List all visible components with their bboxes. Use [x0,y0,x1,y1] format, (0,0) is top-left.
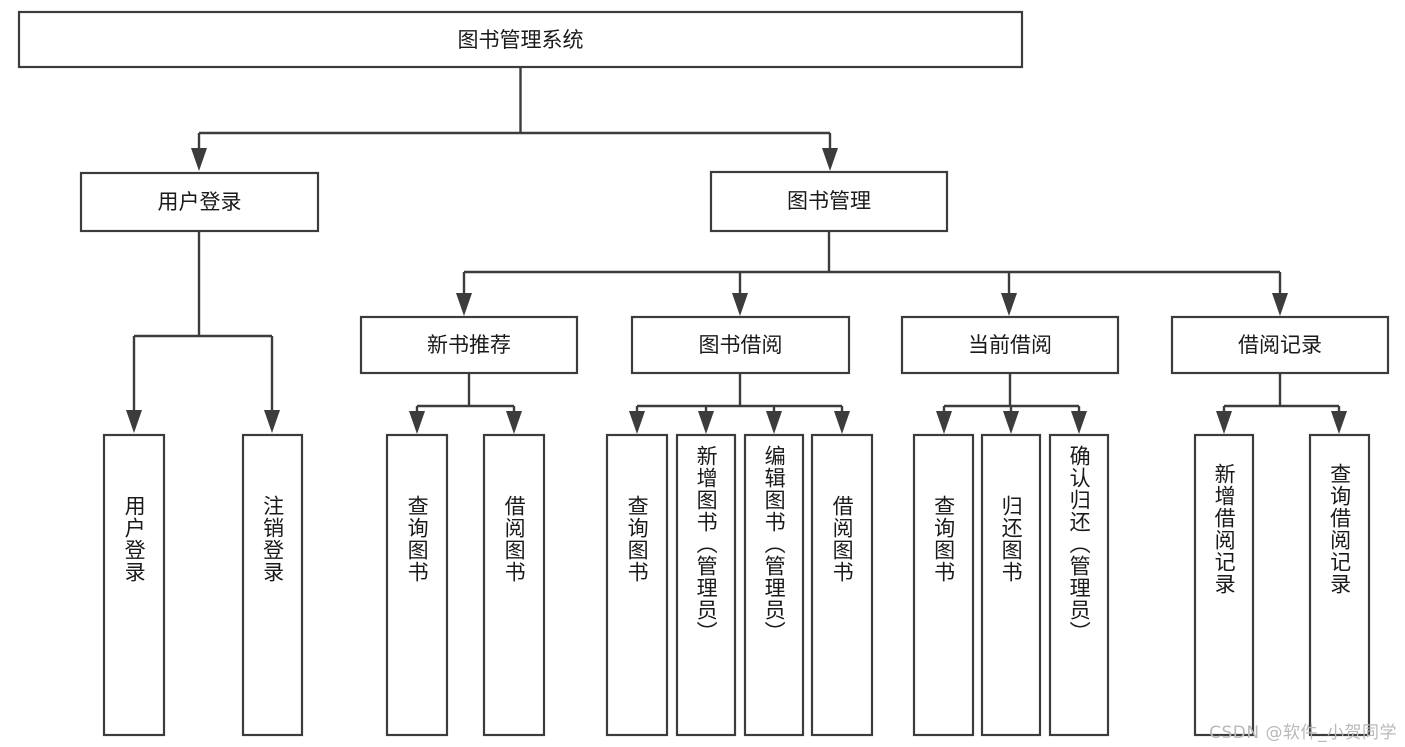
node-root-box[interactable] [17,10,1024,69]
arrow-head-icon [936,411,952,434]
node-newbook-label: 新书推荐 [427,333,511,357]
node-leaf-10-box[interactable] [980,433,1042,737]
node-newbook[interactable]: 新书推荐 [359,315,579,375]
node-login[interactable]: 用户登录 [79,171,320,233]
node-leaf-6-box[interactable] [675,433,737,737]
arrow-head-icon [1272,293,1288,316]
node-root[interactable]: 图书管理系统 [17,10,1024,69]
node-current[interactable]: 当前借阅 [900,315,1120,375]
node-leaf-12-box[interactable] [1193,433,1255,737]
node-leaf-9-box[interactable] [912,433,975,737]
node-leaf-13-box[interactable] [1308,433,1371,737]
arrow-head-icon [629,411,645,434]
edge-bookmgmt-to-level3 [456,231,1288,316]
node-borrow[interactable]: 图书借阅 [630,315,851,375]
edge-login-to-leaves [126,231,280,433]
node-borrow-label: 图书借阅 [699,333,783,357]
arrow-head-icon [698,411,714,434]
node-newbook-box[interactable] [359,315,579,375]
edge-borrow-to-leaves [629,373,850,434]
arrow-head-icon [264,410,280,433]
node-leaf-3-box[interactable] [385,433,449,737]
arrow-head-icon [834,411,850,434]
edge-current-to-leaves [936,373,1087,434]
arrow-head-icon [1071,411,1087,434]
node-current-box[interactable] [900,315,1120,375]
node-records-label: 借阅记录 [1238,333,1322,357]
edge-root-to-level2 [191,67,838,171]
node-leaf-2-box[interactable] [241,433,304,737]
node-leaf-8-box[interactable] [810,433,874,737]
node-bookmgmt-label: 图书管理 [787,189,871,213]
node-bookmgmt[interactable]: 图书管理 [709,170,949,233]
arrow-head-icon [456,293,472,316]
node-leaf-1-box[interactable] [102,433,166,737]
edge-newbook-to-leaves [409,373,522,434]
node-leaf-7-box[interactable] [743,433,805,737]
node-leaf-5-box[interactable] [605,433,669,737]
node-login-label: 用户登录 [158,190,242,214]
node-root-label: 图书管理系统 [458,28,584,52]
arrow-head-icon [1003,411,1019,434]
node-records[interactable]: 借阅记录 [1170,315,1390,375]
arrow-head-icon [409,411,425,434]
watermark: CSDN @软件_小贺同学 [1209,723,1397,743]
node-current-label: 当前借阅 [968,333,1052,357]
arrow-head-icon [506,411,522,434]
node-leaf-4-box[interactable] [482,433,546,737]
arrow-head-icon [1216,411,1232,434]
arrow-head-icon [766,411,782,434]
arrow-head-icon [126,410,142,433]
edge-records-to-leaves [1216,373,1347,434]
arrow-head-icon [822,148,838,171]
node-login-box[interactable] [79,171,320,233]
node-leaf-11-box[interactable] [1048,433,1110,737]
arrow-head-icon [191,148,207,171]
arrow-head-icon [1331,411,1347,434]
arrow-head-icon [732,293,748,316]
arrow-head-icon [1001,293,1017,316]
